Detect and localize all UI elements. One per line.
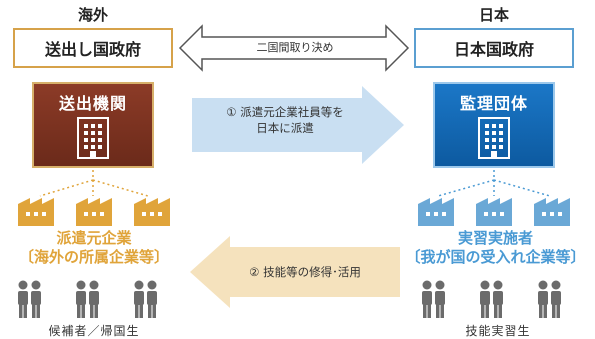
dispatching-company-subtitle: 〔海外の所属企業等〕	[18, 248, 169, 266]
sending-government-label: 送出し国政府	[44, 40, 141, 59]
person-icon	[480, 280, 490, 318]
right-connector-lines	[437, 170, 551, 197]
supervising-organization-box: 監理団体	[433, 82, 555, 168]
supervising-organization-label: 監理団体	[459, 94, 528, 113]
person-icon	[134, 280, 144, 318]
japan-government-label: 日本国政府	[453, 40, 534, 59]
trainees-label: 技能実習生	[465, 324, 531, 338]
sending-organization-box: 送出機関	[32, 82, 154, 168]
candidate-people-icons	[18, 280, 157, 318]
sending-government-box: 送出し国政府	[13, 28, 173, 68]
dispatch-arrow	[192, 86, 404, 164]
person-icon	[76, 280, 86, 318]
japan-factory-icons	[418, 198, 570, 226]
candidates-label: 候補者／帰国生	[48, 324, 140, 338]
japan-region-title: 日本	[478, 6, 509, 24]
person-icon	[538, 280, 548, 318]
sending-organization-label: 送出機関	[58, 94, 127, 113]
implementing-organization-title: 実習実施者	[457, 229, 533, 247]
overseas-region-title: 海外	[77, 6, 108, 24]
skills-return-arrow	[190, 236, 400, 308]
person-icon	[147, 280, 157, 318]
bilateral-agreement-arrow	[178, 24, 410, 72]
bilateral-agreement-label: 二国間取り決め	[256, 41, 334, 54]
trainee-people-icons	[422, 280, 561, 318]
dispatching-company-title: 派遣元企業	[56, 229, 132, 247]
overseas-factory-icons	[18, 198, 170, 226]
dispatch-label-line2: 日本に派遣	[256, 121, 314, 135]
building-icon	[478, 117, 510, 159]
japan-government-box: 日本国政府	[414, 28, 574, 68]
person-icon	[493, 280, 503, 318]
person-icon	[31, 280, 41, 318]
person-icon	[89, 280, 99, 318]
left-connector-lines	[39, 170, 149, 197]
person-icon	[551, 280, 561, 318]
person-icon	[435, 280, 445, 318]
building-icon	[77, 117, 109, 159]
skills-return-label: ② 技能等の修得･活用	[249, 265, 361, 279]
person-icon	[18, 280, 28, 318]
implementing-organization-subtitle: 〔我が国の受入れ企業等〕	[405, 248, 586, 266]
dispatch-label-line1: ① 派遣元企業社員等を	[226, 105, 344, 119]
person-icon	[422, 280, 432, 318]
